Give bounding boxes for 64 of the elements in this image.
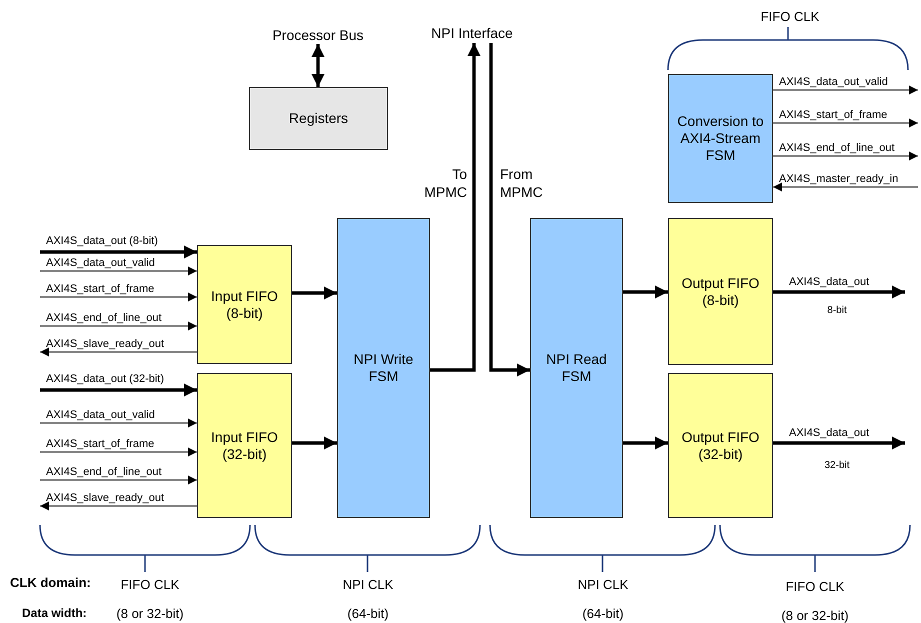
- bus-arrow: [623, 436, 668, 450]
- edge-label: AXI4S_end_of_line_out: [779, 142, 895, 155]
- bus-arrow: [773, 286, 905, 298]
- bit-width-label: 32-bit: [824, 459, 850, 473]
- edge-label: AXI4S_data_out: [789, 276, 870, 289]
- bus-label: Processor Bus: [262, 26, 374, 44]
- signal-arrow: [40, 322, 198, 330]
- bus-arrow: [430, 43, 480, 372]
- signal-arrow: [40, 266, 198, 276]
- edge-label: AXI4S_start_of_frame: [46, 283, 154, 296]
- bus-arrow: [489, 43, 530, 376]
- fifo-block: Input FIFO (32-bit): [197, 373, 292, 518]
- edge-label: AXI4S_end_of_line_out: [46, 312, 162, 325]
- signal-arrow: [772, 86, 918, 94]
- signal-arrow: [40, 418, 198, 428]
- clock-label: FIFO CLK: [120, 577, 180, 592]
- fsm-block: NPI Write FSM: [337, 218, 430, 518]
- row-heading: CLK domain:: [10, 575, 91, 590]
- edge-label: AXI4S_data_out: [789, 427, 870, 440]
- clock-label: NPI CLK: [342, 577, 394, 592]
- bus-arrow: [40, 246, 197, 258]
- edge-label: AXI4S_data_out (32-bit): [46, 373, 164, 386]
- clock-label: NPI CLK: [578, 577, 628, 592]
- fifo-block: Output FIFO (8-bit): [668, 218, 773, 365]
- row-heading: Data width:: [22, 606, 87, 621]
- edge-label: AXI4S_start_of_frame: [779, 109, 888, 122]
- width-label: (64-bit): [582, 606, 624, 621]
- fifo-block: Input FIFO (8-bit): [197, 245, 292, 364]
- edge-label: AXI4S_data_out_valid: [46, 409, 155, 422]
- edge-label: AXI4S_master_ready_in: [779, 173, 898, 186]
- bus-arrow: [292, 436, 337, 450]
- edge-label: To MPMC: [423, 165, 467, 201]
- signal-arrow: [40, 502, 198, 510]
- bus-arrow: [40, 384, 197, 396]
- register-block: Registers: [249, 87, 388, 150]
- signal-arrow: [40, 292, 198, 302]
- fsm-block: Conversion to AXI4-Stream FSM: [668, 74, 773, 203]
- edge-label: AXI4S_slave_ready_out: [46, 492, 164, 505]
- width-label: (8 or 32-bit): [781, 608, 849, 623]
- edge-label: AXI4S_data_out (8-bit): [46, 235, 158, 248]
- width-label: (8 or 32-bit): [116, 606, 184, 621]
- interface-label: NPI Interface: [410, 24, 534, 43]
- edge-label: From MPMC: [500, 165, 544, 201]
- bus-arrow: [312, 44, 324, 87]
- signal-arrow: [772, 152, 918, 160]
- signal-arrow: [40, 448, 198, 456]
- fifo-block: Output FIFO (32-bit): [668, 373, 773, 518]
- bus-arrow: [773, 436, 905, 450]
- clock-label: FIFO CLK: [760, 9, 820, 24]
- edge-label: AXI4S_start_of_frame: [46, 438, 154, 451]
- bus-arrow: [292, 286, 337, 300]
- bit-width-label: 8-bit: [827, 304, 847, 318]
- clock-label: FIFO CLK: [786, 579, 844, 594]
- signal-arrow: [772, 182, 918, 192]
- bus-arrow: [623, 286, 668, 298]
- signal-arrow: [40, 348, 198, 356]
- edge-label: AXI4S_slave_ready_out: [46, 338, 164, 351]
- fsm-block: NPI Read FSM: [530, 218, 623, 518]
- width-label: (64-bit): [347, 606, 389, 621]
- signal-arrow: [40, 476, 198, 484]
- edge-label: AXI4S_end_of_line_out: [46, 466, 162, 479]
- signal-arrow: [772, 118, 918, 128]
- edge-label: AXI4S_data_out_valid: [46, 257, 155, 270]
- edge-label: AXI4S_data_out_valid: [779, 76, 888, 89]
